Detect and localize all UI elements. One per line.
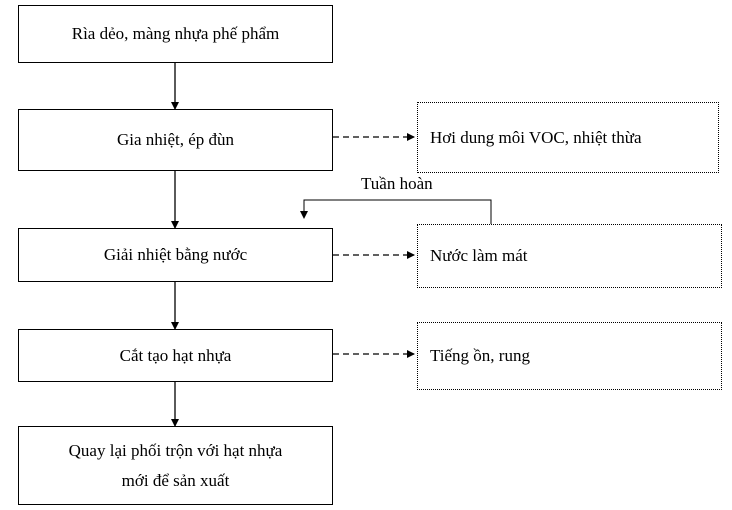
output-voc-heat: Hơi dung môi VOC, nhiệt thừa <box>417 102 719 173</box>
step-reuse-mixing-label-line2: mới để sản xuất <box>121 470 230 490</box>
step-water-cooling-label: Giải nhiệt bằng nước <box>103 245 248 264</box>
step-heat-extrude-label: Gia nhiệt, ép đùn <box>116 130 235 149</box>
recirculation-label: Tuần hoàn <box>361 174 433 193</box>
recirculation-loop-arrow <box>300 199 492 224</box>
step-water-cooling: Giải nhiệt bằng nước <box>18 228 333 282</box>
step-reuse-mixing-label-line1: Quay lại phối trộn với hạt nhựa <box>68 440 283 460</box>
step-pelletizing: Cắt tạo hạt nhựa <box>18 329 333 382</box>
step-heat-extrude: Gia nhiệt, ép đùn <box>18 109 333 171</box>
output-noise-vibration-label: Tiếng ồn, rung <box>430 346 530 365</box>
output-voc-heat-label: Hơi dung môi VOC, nhiệt thừa <box>430 127 642 147</box>
step-waste-plastic-label: Rìa dẻo, màng nhựa phế phẩm <box>71 24 280 43</box>
output-noise-vibration: Tiếng ồn, rung <box>417 322 722 390</box>
step-waste-plastic: Rìa dẻo, màng nhựa phế phẩm <box>18 5 333 63</box>
output-cooling-water: Nước làm mát <box>417 224 722 288</box>
step-reuse-mixing: Quay lại phối trộn với hạt nhựa mới để s… <box>18 426 333 505</box>
output-cooling-water-label: Nước làm mát <box>430 246 528 265</box>
step-pelletizing-label: Cắt tạo hạt nhựa <box>119 345 232 365</box>
